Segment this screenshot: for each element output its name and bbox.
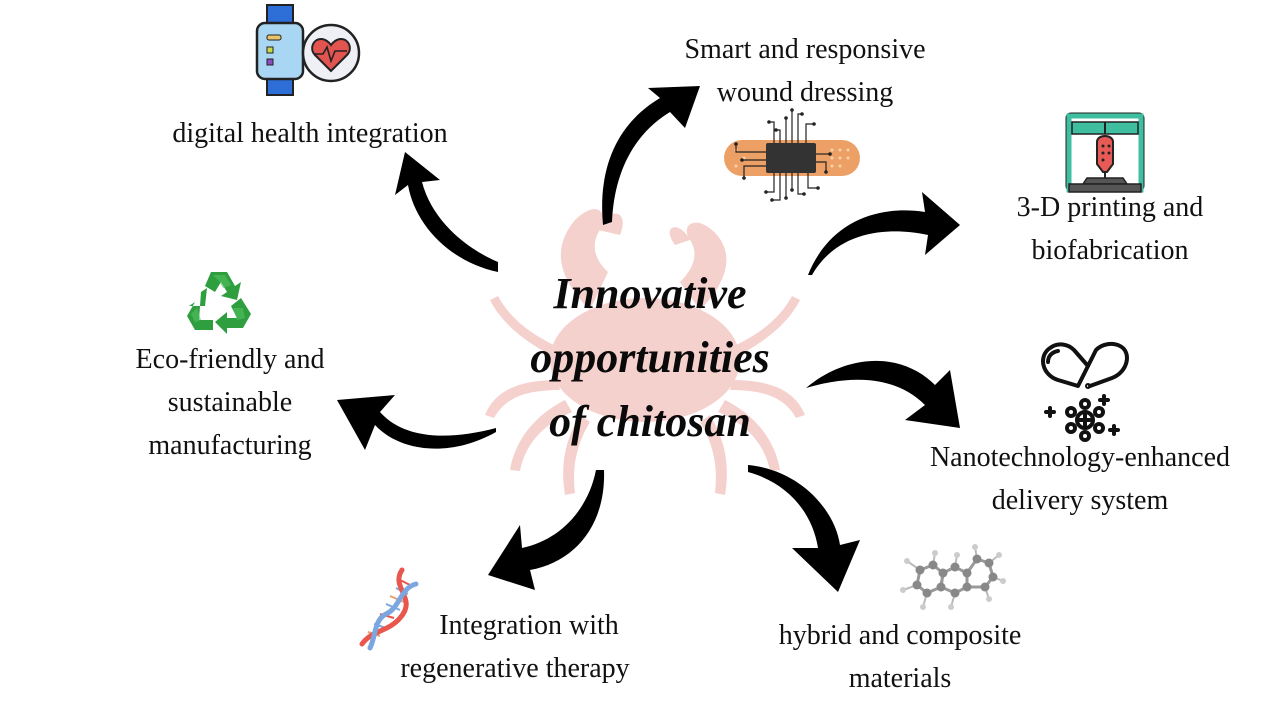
center-title-line: of chitosan [549,397,751,446]
recycle-icon [187,272,251,334]
node-label: 3-D printing and [1016,192,1204,223]
node-hybrid-composite: hybrid and composite materials [740,614,1060,700]
node-label: hybrid and composite [778,620,1022,651]
node-label: wound dressing [716,77,894,108]
node-label: manufacturing [148,430,312,461]
node-label: delivery system [991,485,1169,516]
center-title-line: opportunities [530,333,770,382]
node-label: Integration with [439,610,619,641]
chip-bandage-icon [724,108,860,202]
node-3d-printing: 3-D printing and biofabrication [960,186,1260,272]
node-label: sustainable [167,387,293,418]
node-label: Smart and responsive [684,34,926,65]
node-label: digital health integration [172,118,448,149]
center-title-line: Innovative [553,269,747,318]
molecule-structure-icon [900,544,1006,610]
node-eco-friendly: Eco-friendly and sustainable manufacturi… [80,338,380,467]
crab-icon [485,209,805,495]
node-label: regenerative therapy [400,653,630,684]
node-digital-health: digital health integration [130,112,490,155]
node-nanotech-delivery: Nanotechnology-enhanced delivery system [890,436,1270,522]
node-label: Eco-friendly and [135,344,325,375]
node-label: materials [848,663,952,694]
node-regenerative-therapy: Integration with regenerative therapy [360,604,670,690]
smartwatch-heart-icon [255,4,361,96]
node-label: Nanotechnology-enhanced [929,442,1231,473]
node-label: biofabrication [1031,235,1189,266]
3d-printer-icon [1065,112,1145,193]
center-title: Innovative opportunities of chitosan [500,262,800,454]
node-smart-wound-dressing: Smart and responsive wound dressing [640,28,970,114]
dna-icon [359,567,419,651]
capsule-molecule-icon [1041,341,1129,442]
